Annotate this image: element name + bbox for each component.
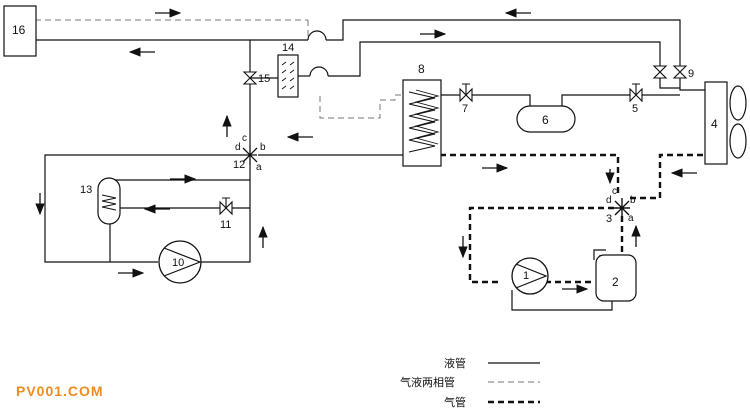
valve12-port-b: b — [260, 142, 266, 153]
four-way-valve-3: d c b a 3 — [606, 186, 636, 225]
watermark: PV001.COM — [16, 383, 104, 399]
legend: 液管 气液两相管 气管 — [400, 356, 540, 409]
four-way-valve-12: d c b a 12 — [233, 133, 266, 173]
valve3-port-b: b — [630, 195, 636, 206]
legend-two-phase-label: 气液两相管 — [400, 375, 455, 389]
pipe-crossovers — [307, 30, 329, 77]
valve12-port-a: a — [256, 162, 262, 173]
valve3-port-a: a — [628, 213, 634, 224]
legend-liquid-label: 液管 — [444, 356, 466, 370]
liquid-pipes — [35, 19, 705, 266]
two-phase-pipes — [35, 19, 405, 119]
component-16: 16 — [3, 5, 37, 57]
component-13: 13 — [80, 177, 121, 225]
valve-5: 5 — [629, 83, 643, 115]
label-8: 8 — [418, 62, 425, 76]
valve-9: 9 — [652, 65, 694, 80]
pump-10: 10 — [158, 240, 202, 284]
label-7: 7 — [462, 103, 468, 115]
fan-icon — [729, 85, 747, 159]
label-15: 15 — [258, 73, 270, 85]
compressor-1: 1 — [511, 257, 613, 311]
valve-7: 7 — [459, 83, 473, 115]
legend-two-phase: 气液两相管 — [400, 375, 540, 389]
valve-15: 15 — [242, 71, 270, 85]
label-4: 4 — [711, 117, 718, 131]
valve12-port-c: c — [242, 133, 247, 144]
label-13: 13 — [80, 184, 92, 196]
legend-liquid: 液管 — [444, 356, 540, 370]
label-5: 5 — [632, 103, 638, 115]
label-10: 10 — [172, 257, 184, 269]
outdoor-unit-4: 4 — [704, 81, 747, 165]
label-16: 16 — [12, 23, 26, 37]
legend-gas-label: 气管 — [444, 395, 466, 409]
valve-11: 11 — [219, 197, 233, 231]
label-6: 6 — [542, 113, 549, 127]
label-9: 9 — [688, 68, 694, 80]
label-1: 1 — [523, 270, 529, 282]
accumulator-2: 2 — [593, 249, 637, 302]
label-2: 2 — [612, 275, 619, 289]
receiver-tank-6: 6 — [516, 105, 576, 133]
label-11: 11 — [220, 219, 231, 231]
valve12-port-d: d — [235, 142, 241, 153]
valve3-port-d: d — [606, 195, 612, 206]
flow-arrows — [35, 8, 697, 294]
heat-exchanger-8: 8 — [402, 62, 442, 167]
label-12: 12 — [233, 159, 245, 171]
label-3: 3 — [606, 213, 612, 225]
component-14: 14 — [277, 42, 299, 98]
valve3-port-c: c — [612, 186, 617, 197]
label-14: 14 — [282, 42, 294, 54]
legend-gas: 气管 — [444, 395, 540, 409]
gas-pipes — [440, 153, 723, 284]
